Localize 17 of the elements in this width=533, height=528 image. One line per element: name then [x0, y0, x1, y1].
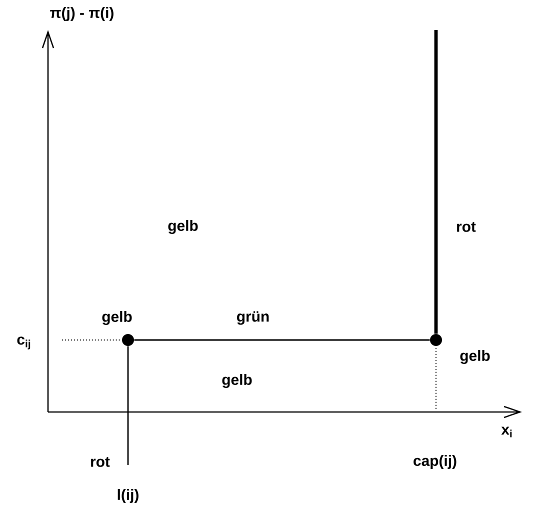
- region-label: c$_{ij}$: [17, 336, 30, 350]
- line: [134, 339, 430, 341]
- region-label: gelb: [222, 374, 252, 388]
- region-label: gelb: [460, 350, 490, 364]
- region-label: l(ij): [118, 489, 138, 503]
- region-label: cap(ij): [414, 455, 456, 469]
- region-label: x$_{i}$: [501, 426, 512, 438]
- region-label: rot: [91, 457, 110, 467]
- region-label: grün: [237, 311, 269, 325]
- line: [127, 346, 129, 465]
- region-label: gelb: [168, 220, 198, 234]
- region-label: π(j) - π(i): [50, 7, 114, 21]
- region-label: gelb: [102, 311, 132, 325]
- point-dot: [122, 334, 134, 346]
- point-dot: [430, 334, 442, 346]
- region-label: rot: [457, 222, 476, 232]
- line: [434, 30, 438, 334]
